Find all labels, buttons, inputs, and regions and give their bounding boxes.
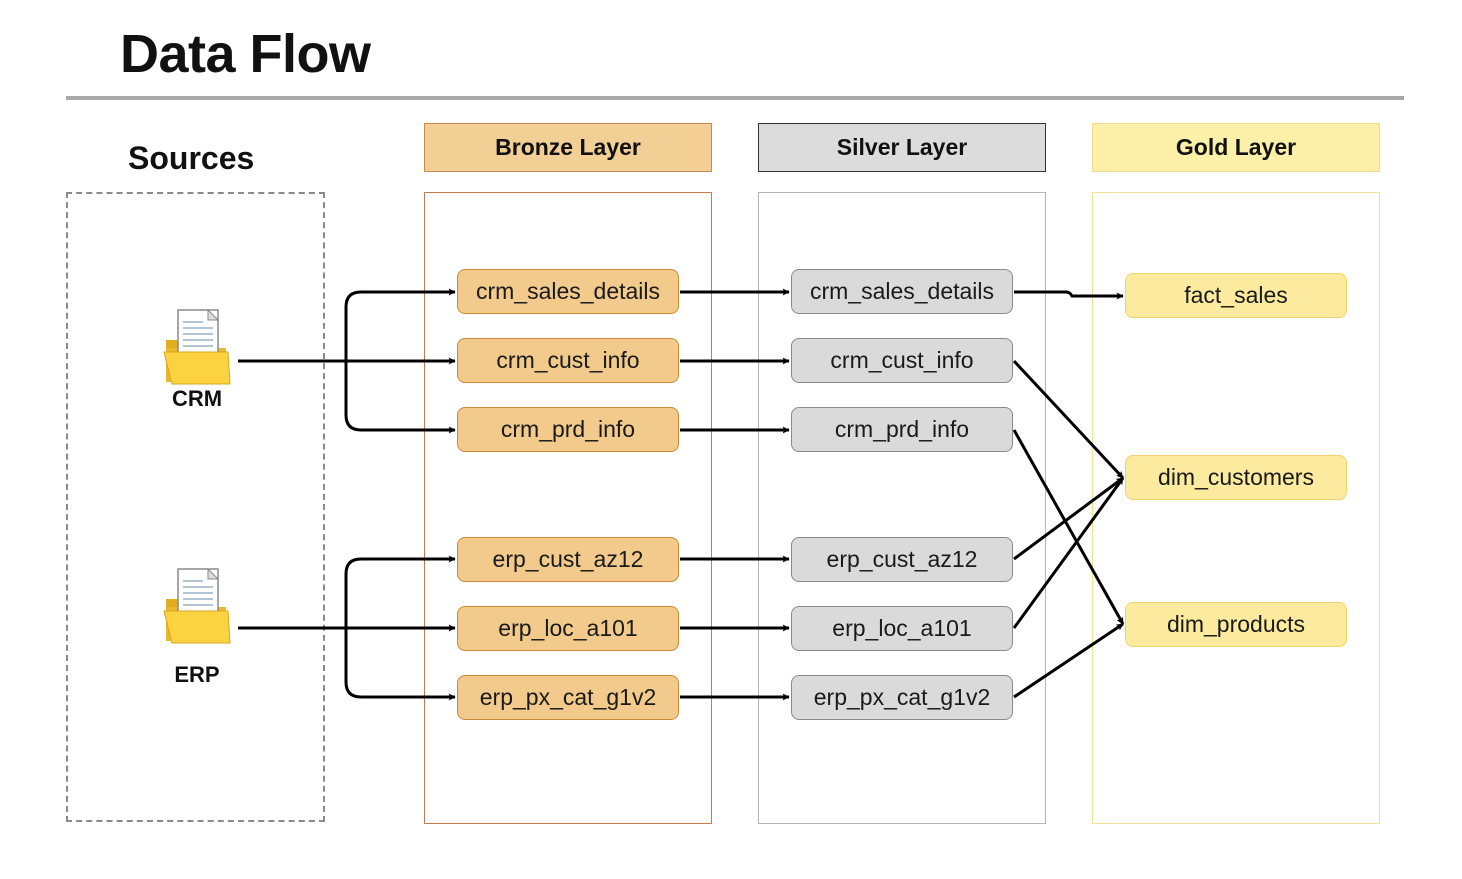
bronze-node-erp-px-cat-g1v2[interactable]: erp_px_cat_g1v2 <box>457 675 679 720</box>
sources-container <box>66 192 325 822</box>
bronze-layer-header: Bronze Layer <box>424 123 712 172</box>
silver-node-crm-cust-info[interactable]: crm_cust_info <box>791 338 1013 383</box>
folder-document-icon <box>163 567 231 644</box>
silver-layer-header: Silver Layer <box>758 123 1046 172</box>
gold-layer-header: Gold Layer <box>1092 123 1380 172</box>
bronze-node-erp-cust-az12[interactable]: erp_cust_az12 <box>457 537 679 582</box>
bronze-node-erp-loc-a101[interactable]: erp_loc_a101 <box>457 606 679 651</box>
bronze-node-crm-cust-info[interactable]: crm_cust_info <box>457 338 679 383</box>
gold-node-fact-sales[interactable]: fact_sales <box>1125 273 1347 318</box>
title-divider <box>66 96 1404 100</box>
sources-heading: Sources <box>128 140 255 176</box>
page-title: Data Flow <box>120 24 371 84</box>
gold-node-dim-customers[interactable]: dim_customers <box>1125 455 1347 500</box>
source-label-crm: CRM <box>171 386 223 411</box>
bronze-node-crm-prd-info[interactable]: crm_prd_info <box>457 407 679 452</box>
silver-node-erp-cust-az12[interactable]: erp_cust_az12 <box>791 537 1013 582</box>
silver-node-erp-px-cat-g1v2[interactable]: erp_px_cat_g1v2 <box>791 675 1013 720</box>
bronze-node-crm-sales-details[interactable]: crm_sales_details <box>457 269 679 314</box>
gold-node-dim-products[interactable]: dim_products <box>1125 602 1347 647</box>
silver-node-crm-prd-info[interactable]: crm_prd_info <box>791 407 1013 452</box>
silver-node-erp-loc-a101[interactable]: erp_loc_a101 <box>791 606 1013 651</box>
folder-document-icon <box>163 308 231 385</box>
bronze-layer-container <box>424 192 712 824</box>
source-label-erp: ERP <box>174 662 220 687</box>
silver-node-crm-sales-details[interactable]: crm_sales_details <box>791 269 1013 314</box>
